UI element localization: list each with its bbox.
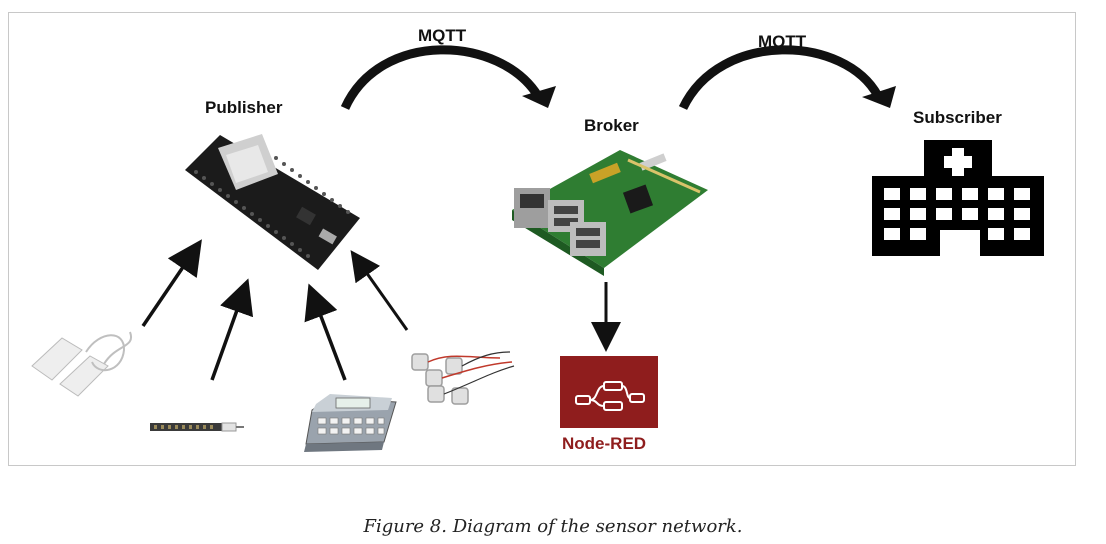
arrow-door-sensor-to-publisher — [141, 239, 202, 327]
arrow-soil-probe-to-publisher — [210, 278, 254, 381]
mqtt-label-right: MQTT — [758, 32, 807, 51]
figure-caption: Figure 8. Diagram of the sensor network. — [363, 516, 743, 537]
keypad-device-icon — [304, 394, 397, 452]
subscriber-label: Subscriber — [913, 108, 1002, 127]
publisher-label: Publisher — [205, 98, 283, 117]
arrow-load-cell-to-publisher — [350, 250, 409, 331]
mqtt-arrow-broker-to-subscriber — [678, 45, 896, 111]
esp32-board-icon — [185, 134, 360, 270]
soil-probe-icon — [150, 422, 244, 432]
raspberry-pi-icon — [512, 150, 708, 276]
mqtt-arrow-publisher-to-broker — [340, 45, 556, 110]
load-cell-icon — [411, 351, 515, 405]
door-sensor-icon — [31, 331, 133, 397]
hospital-icon — [872, 140, 1044, 256]
broker-label: Broker — [584, 116, 639, 135]
arrow-keypad-device-to-publisher — [304, 283, 347, 381]
mqtt-label-left: MQTT — [418, 26, 467, 45]
node-red-icon — [560, 356, 658, 428]
node-red-label: Node-RED — [562, 434, 647, 453]
